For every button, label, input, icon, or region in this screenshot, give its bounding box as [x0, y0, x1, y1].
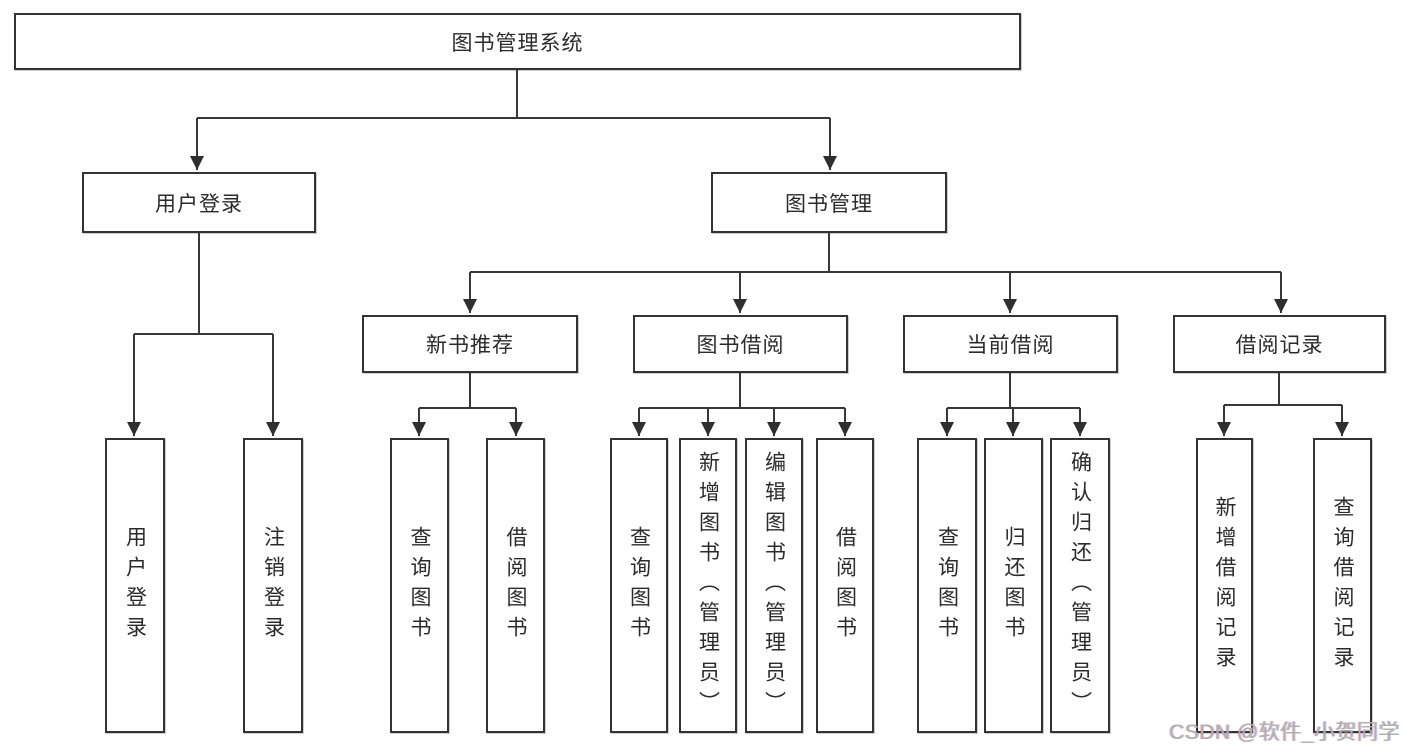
node-add-books-admin-label: 新增图书（管理员） [696, 450, 720, 721]
node-logout: 注销登录 [243, 438, 303, 733]
node-current-borrow-label: 当前借阅 [966, 334, 1055, 357]
node-edit-books-admin-label: 编辑图书（管理员） [762, 450, 786, 721]
node-query-books-current-label: 查询图书 [935, 525, 959, 646]
node-book-borrow: 图书借阅 [633, 315, 848, 373]
node-book-management: 图书管理 [711, 172, 947, 233]
node-query-borrow-record: 查询借阅记录 [1313, 438, 1372, 733]
node-user-login-leaf: 用户登录 [105, 438, 165, 733]
node-borrow-books-recommend-label: 借阅图书 [504, 525, 527, 646]
node-borrow-books-recommend: 借阅图书 [486, 438, 545, 733]
node-logout-label: 注销登录 [261, 525, 285, 646]
node-edit-books-admin: 编辑图书（管理员） [745, 438, 803, 733]
node-query-books-borrow-label: 查询图书 [627, 525, 651, 646]
watermark: CSDN @软件_小贺同学 [1169, 721, 1400, 744]
node-new-book-recommend: 新书推荐 [362, 315, 578, 373]
node-query-books-current: 查询图书 [917, 438, 977, 733]
node-query-books-recommend-label: 查询图书 [408, 525, 431, 646]
node-new-book-recommend-label: 新书推荐 [426, 334, 514, 357]
node-borrow-books-leaf-label: 借阅图书 [833, 525, 857, 646]
node-add-borrow-record-label: 新增借阅记录 [1213, 495, 1236, 676]
node-return-books-label: 归还图书 [1002, 525, 1025, 646]
node-book-management-label: 图书管理 [785, 192, 873, 216]
node-query-borrow-record-label: 查询借阅记录 [1331, 495, 1354, 676]
node-book-borrow-label: 图书借阅 [696, 334, 785, 357]
node-add-books-admin: 新增图书（管理员） [679, 438, 737, 733]
node-query-books-borrow: 查询图书 [610, 438, 668, 733]
node-library-management-system: 图书管理系统 [14, 13, 1021, 70]
node-add-borrow-record: 新增借阅记录 [1196, 438, 1253, 733]
node-return-books: 归还图书 [984, 438, 1043, 733]
node-library-management-system-label: 图书管理系统 [451, 31, 584, 55]
node-query-books-recommend: 查询图书 [390, 438, 449, 733]
node-borrow-records-label: 借阅记录 [1235, 334, 1324, 357]
node-user-login-leaf-label: 用户登录 [123, 525, 147, 646]
node-user-login: 用户登录 [82, 172, 316, 233]
node-borrow-books-leaf: 借阅图书 [816, 438, 874, 733]
node-confirm-return-admin-label: 确认归还（管理员） [1068, 450, 1092, 721]
node-borrow-records: 借阅记录 [1173, 315, 1386, 373]
node-confirm-return-admin: 确认归还（管理员） [1050, 438, 1110, 733]
node-current-borrow: 当前借阅 [903, 315, 1118, 373]
node-user-login-label: 用户登录 [155, 192, 243, 216]
